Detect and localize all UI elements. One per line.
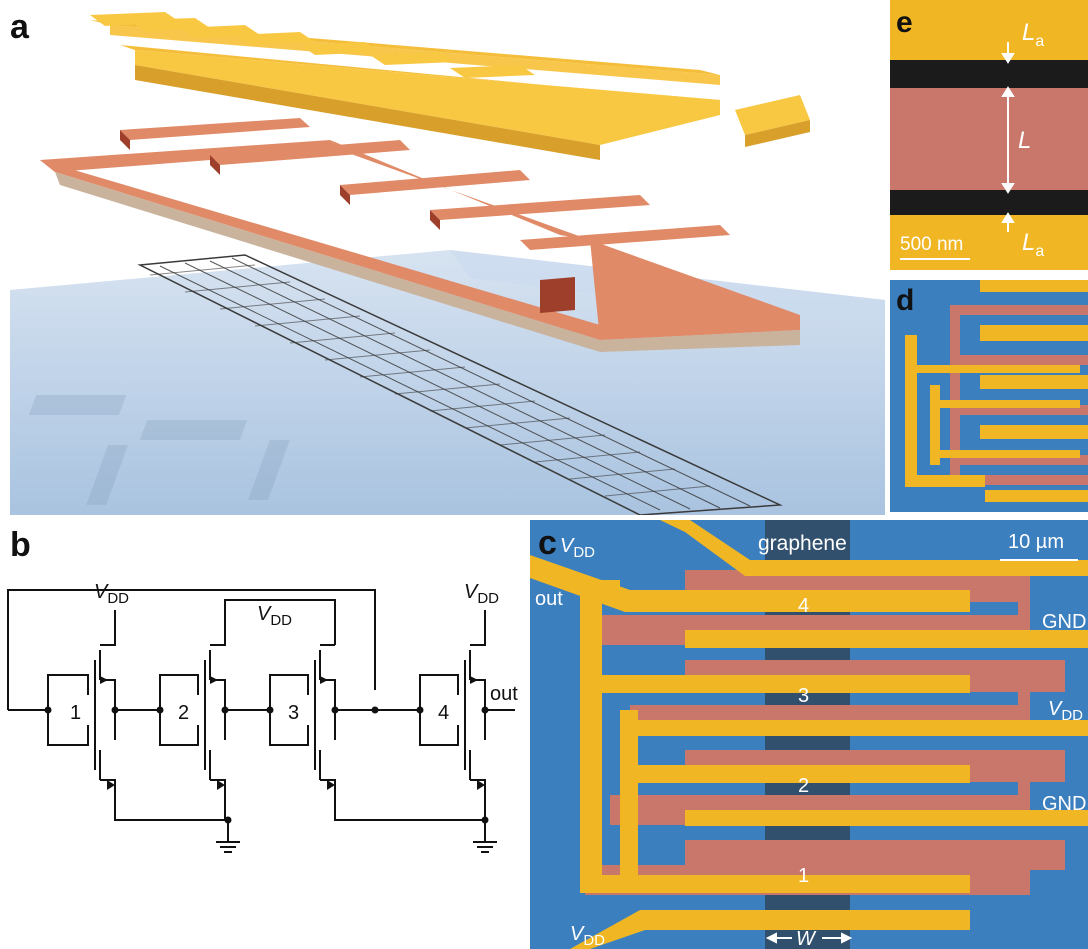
panel-a-label: a — [10, 8, 29, 46]
out-label-c: out — [535, 588, 563, 610]
gold-electrode-layer — [90, 12, 810, 160]
gate-strip — [890, 88, 1088, 190]
gap-bottom — [890, 190, 1088, 215]
stage-number-1: 1 — [70, 702, 81, 724]
device-3d-illustration — [10, 12, 885, 515]
transistor-arrows — [100, 676, 485, 790]
electrodes-d — [905, 280, 1088, 502]
finger-number-4: 4 — [798, 595, 809, 617]
finger-number-3: 3 — [798, 685, 809, 707]
copper-gate-layer — [40, 118, 800, 352]
vdd-label-c-bottom: VDD — [570, 923, 605, 949]
vdd-label-c-right: VDD — [1048, 698, 1083, 724]
sem-image-d — [890, 280, 1088, 512]
panel-d-label: d — [896, 284, 915, 317]
vdd-label-1: VDD — [94, 581, 129, 607]
panel-b: VDD VDD VDD 1 2 3 4 out b — [0, 520, 530, 949]
finger-number-2: 2 — [798, 775, 809, 797]
panel-e-label: e — [896, 6, 913, 39]
ring-oscillator-circuit: VDD VDD VDD 1 2 3 4 out — [7, 581, 518, 853]
gnd-label-c-top: GND — [1042, 611, 1086, 633]
stage-number-3: 3 — [288, 702, 299, 724]
panel-c: graphene 10 µm VDD out GND VDD GND VDD 4… — [530, 520, 1088, 949]
panel-c-label: c — [538, 524, 557, 562]
panel-b-label: b — [10, 526, 31, 564]
junction-dots — [44, 706, 489, 824]
circuit-wires — [7, 589, 515, 842]
gold-electrode-top — [890, 0, 1088, 60]
la-top-label: La — [1022, 19, 1044, 50]
substrate-shadow — [28, 395, 290, 505]
width-arrow — [765, 932, 853, 944]
sem-image-c: graphene 10 µm VDD out GND VDD GND VDD 4… — [530, 520, 1088, 949]
la-bottom-label: La — [1022, 229, 1044, 260]
gate-meander-d — [950, 305, 1088, 485]
graphene-lattice — [137, 254, 783, 515]
gold-electrode-bottom — [890, 215, 1088, 270]
vdd-label-3: VDD — [464, 581, 499, 607]
panel-d: d — [890, 280, 1088, 512]
panel-a: a — [0, 0, 885, 515]
sem-image-e: 500 nm La L La — [890, 0, 1088, 270]
stage-number-4: 4 — [438, 702, 449, 724]
vdd-label-2: VDD — [257, 603, 292, 629]
gnd-label-c-bottom: GND — [1042, 793, 1086, 815]
vdd-label-c-top: VDD — [560, 535, 595, 561]
finger-number-1: 1 — [798, 865, 809, 887]
width-label: W — [796, 928, 817, 949]
graphene-label: graphene — [758, 532, 847, 555]
electrodes-c — [530, 520, 1088, 949]
dimension-arrows — [1001, 42, 1015, 232]
gap-top — [890, 60, 1088, 88]
l-label: L — [1018, 127, 1031, 154]
out-label-b: out — [490, 683, 518, 705]
scalebar-label-e: 500 nm — [900, 234, 963, 255]
ground-symbols — [216, 841, 497, 853]
panel-e: 500 nm La L La e — [890, 0, 1088, 270]
stage-number-2: 2 — [178, 702, 189, 724]
scalebar-label-c: 10 µm — [1008, 531, 1064, 553]
